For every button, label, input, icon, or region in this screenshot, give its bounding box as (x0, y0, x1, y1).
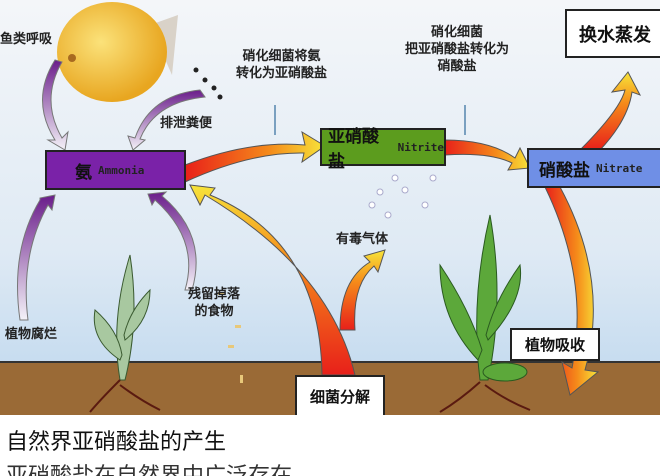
label-toxic-gas: 有毒气体 (336, 232, 389, 247)
nitrite-box: 亚硝酸盐 Nitrite (320, 127, 446, 172)
water-change-box: 换水蒸发 (565, 9, 660, 58)
nitrite-en: Nitrite (397, 140, 444, 154)
bacteria-decompose-label: 细菌分解 (309, 387, 370, 406)
bacteria-decompose-box: 细菌分解 (295, 375, 385, 415)
nitrate-box: 硝酸盐 Nitrate (527, 148, 660, 188)
purple-arrows (17, 59, 206, 321)
label-line: 转化为亚硝酸盐 (236, 66, 328, 81)
plant-absorb-label: 植物吸收 (524, 336, 585, 354)
ammonia-en: Ammonia (98, 163, 145, 177)
label-nitrifying-bacteria-2: 硝化细菌 把亚硝酸盐转化为 硝酸盐 (405, 24, 509, 75)
image-caption: 自然界亚硝酸盐的产生 (6, 430, 227, 455)
label-line: 硝酸盐 (437, 59, 477, 74)
label-plant-decay: 植物腐烂 (5, 327, 58, 342)
ammonia-box: 氨 Ammonia (45, 150, 186, 190)
nitrate-en: Nitrate (596, 161, 643, 175)
label-leftover-food: 残留掉落 的食物 (188, 286, 240, 320)
water-change-label: 换水蒸发 (579, 24, 651, 46)
fish-icon (57, 2, 223, 102)
nitrate-zh: 硝酸盐 (539, 160, 590, 181)
plant-left-icon (93, 254, 151, 381)
label-fish-respiration: 鱼类呼吸 (0, 32, 53, 47)
label-line: 硝化细菌将氨 (242, 49, 321, 64)
label-line: 的食物 (194, 304, 234, 319)
bubbles (368, 174, 437, 219)
plant-right-icon (439, 214, 528, 382)
nitrite-zh: 亚硝酸盐 (328, 127, 379, 172)
plant-absorb-box: 植物吸收 (510, 328, 600, 361)
roots (89, 379, 531, 413)
label-line: 把亚硝酸盐转化为 (405, 42, 510, 57)
label-excretion: 排泄粪便 (160, 116, 213, 131)
ammonia-zh: 氨 (75, 162, 92, 183)
nitrogen-cycle-illustration (0, 0, 660, 415)
label-line: 硝化细菌 (431, 25, 484, 40)
falling-food-icon (218, 292, 243, 383)
cutoff-text: 亚硝酸盐在自然界中广泛存在 (6, 462, 292, 476)
label-nitrifying-bacteria-1: 硝化细菌将氨 转化为亚硝酸盐 (236, 48, 327, 82)
label-line: 残留掉落 (188, 287, 241, 302)
